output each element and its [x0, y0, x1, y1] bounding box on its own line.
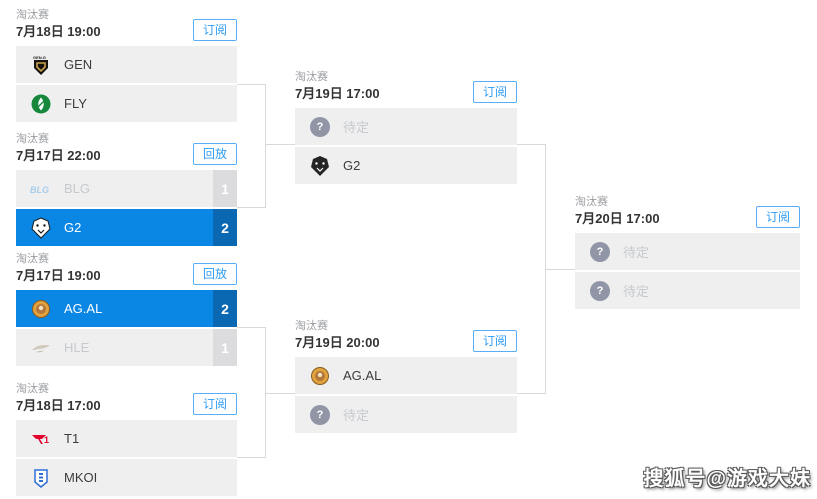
stage-label: 淘汰赛 [295, 320, 328, 332]
team-row-agal[interactable]: AG.AL 2 [16, 290, 237, 327]
tbd-question-icon: ? [309, 116, 331, 138]
team-name: G2 [343, 158, 361, 173]
team-name: MKOI [64, 470, 98, 485]
team-name: T1 [64, 431, 80, 446]
match-date: 7月18日 17:00 [16, 398, 101, 413]
team-row-g2[interactable]: G2 2 [16, 209, 237, 246]
team-name: G2 [64, 220, 82, 235]
fly-logo [30, 93, 52, 115]
team-row-blg[interactable]: BLG BLG 1 [16, 170, 237, 207]
match-date: 7月19日 17:00 [295, 86, 380, 101]
stage-label: 淘汰赛 [16, 383, 49, 395]
agal-logo [309, 365, 331, 387]
team-name: 待定 [623, 245, 650, 260]
team-row-t1[interactable]: 1 T1 [16, 420, 237, 457]
agal-logo [30, 298, 52, 320]
team-name: FLY [64, 96, 87, 111]
team-name: BLG [64, 181, 91, 196]
score-value: 1 [213, 329, 237, 366]
bracket-connector [266, 393, 295, 394]
match-block-final: 淘汰赛 7月20日 17:00 订阅 ? 待定 ? 待定 [575, 195, 800, 309]
match-date: 7月19日 20:00 [295, 335, 380, 350]
team-row-hle[interactable]: HLE 1 [16, 329, 237, 366]
replay-button[interactable]: 回放 [192, 263, 237, 285]
stage-label: 淘汰赛 [575, 196, 608, 208]
match-date: 7月17日 22:00 [16, 148, 101, 163]
match-date: 7月20日 17:00 [575, 211, 660, 226]
subscribe-button[interactable]: 订阅 [755, 206, 800, 228]
match-block-gen-fly: 淘汰赛 7月18日 19:00 订阅 GEN.G GEN FLY [16, 8, 237, 122]
subscribe-button[interactable]: 订阅 [192, 393, 237, 415]
stage-label: 淘汰赛 [16, 9, 49, 21]
team-row-tbd[interactable]: ? 待定 [575, 233, 800, 270]
bracket-connector [266, 144, 295, 145]
score-value: 1 [213, 170, 237, 207]
bracket-connector [265, 84, 266, 208]
team-name: 待定 [343, 120, 370, 135]
bracket-connector [517, 393, 546, 394]
team-row-tbd[interactable]: ? 待定 [295, 108, 517, 145]
bracket-connector [237, 327, 266, 328]
svg-text:BLG: BLG [30, 185, 49, 195]
mkoi-logo [30, 467, 52, 489]
stage-label: 淘汰赛 [295, 71, 328, 83]
score-value: 2 [213, 290, 237, 327]
stage-label: 淘汰赛 [16, 253, 49, 265]
team-name: AG.AL [64, 301, 103, 316]
team-row-mkoi[interactable]: MKOI [16, 459, 237, 496]
bracket-connector [237, 207, 266, 208]
replay-button[interactable]: 回放 [192, 143, 237, 165]
team-row-gen[interactable]: GEN.G GEN [16, 46, 237, 83]
subscribe-button[interactable]: 订阅 [472, 81, 517, 103]
team-name: 待定 [623, 284, 650, 299]
team-row-tbd[interactable]: ? 待定 [295, 396, 517, 433]
match-date: 7月18日 19:00 [16, 24, 101, 39]
match-block-agal-hle: 淘汰赛 7月17日 19:00 回放 AG.AL 2 HLE 1 [16, 252, 237, 366]
hle-logo [30, 337, 52, 359]
gen-logo: GEN.G [30, 54, 52, 76]
tbd-question-icon: ? [589, 280, 611, 302]
match-block-semifinal-2: 淘汰赛 7月19日 20:00 订阅 AG.AL ? 待定 [295, 319, 517, 433]
team-row-tbd[interactable]: ? 待定 [575, 272, 800, 309]
score-value: 2 [213, 209, 237, 246]
team-name: HLE [64, 340, 90, 355]
tbd-question-icon: ? [309, 404, 331, 426]
match-block-t1-mkoi: 淘汰赛 7月18日 17:00 订阅 1 T1 MKOI [16, 382, 237, 496]
bracket-connector [545, 144, 546, 394]
blg-logo: BLG [30, 178, 52, 200]
subscribe-button[interactable]: 订阅 [472, 330, 517, 352]
team-name: GEN [64, 57, 93, 72]
svg-text:1: 1 [44, 435, 49, 445]
bracket-connector [517, 144, 546, 145]
t1-logo: 1 [30, 428, 52, 450]
sohu-watermark: 搜狐号@游戏大妹 [643, 468, 811, 490]
match-block-semifinal-1: 淘汰赛 7月19日 17:00 订阅 ? 待定 G2 [295, 70, 517, 184]
tbd-question-icon: ? [589, 241, 611, 263]
bracket-connector [237, 84, 266, 85]
subscribe-button[interactable]: 订阅 [192, 19, 237, 41]
team-row-agal[interactable]: AG.AL [295, 357, 517, 394]
team-name: 待定 [343, 408, 370, 423]
bracket-connector [546, 269, 575, 270]
team-row-g2[interactable]: G2 [295, 147, 517, 184]
bracket-connector [237, 457, 266, 458]
team-row-fly[interactable]: FLY [16, 85, 237, 122]
match-block-blg-g2: 淘汰赛 7月17日 22:00 回放 BLG BLG 1 G2 2 [16, 132, 237, 246]
team-name: AG.AL [343, 368, 382, 383]
bracket-connector [265, 327, 266, 458]
stage-label: 淘汰赛 [16, 133, 49, 145]
g2-logo [309, 155, 331, 177]
match-date: 7月17日 19:00 [16, 268, 101, 283]
g2-logo [30, 216, 52, 239]
svg-text:GEN.G: GEN.G [33, 55, 46, 60]
